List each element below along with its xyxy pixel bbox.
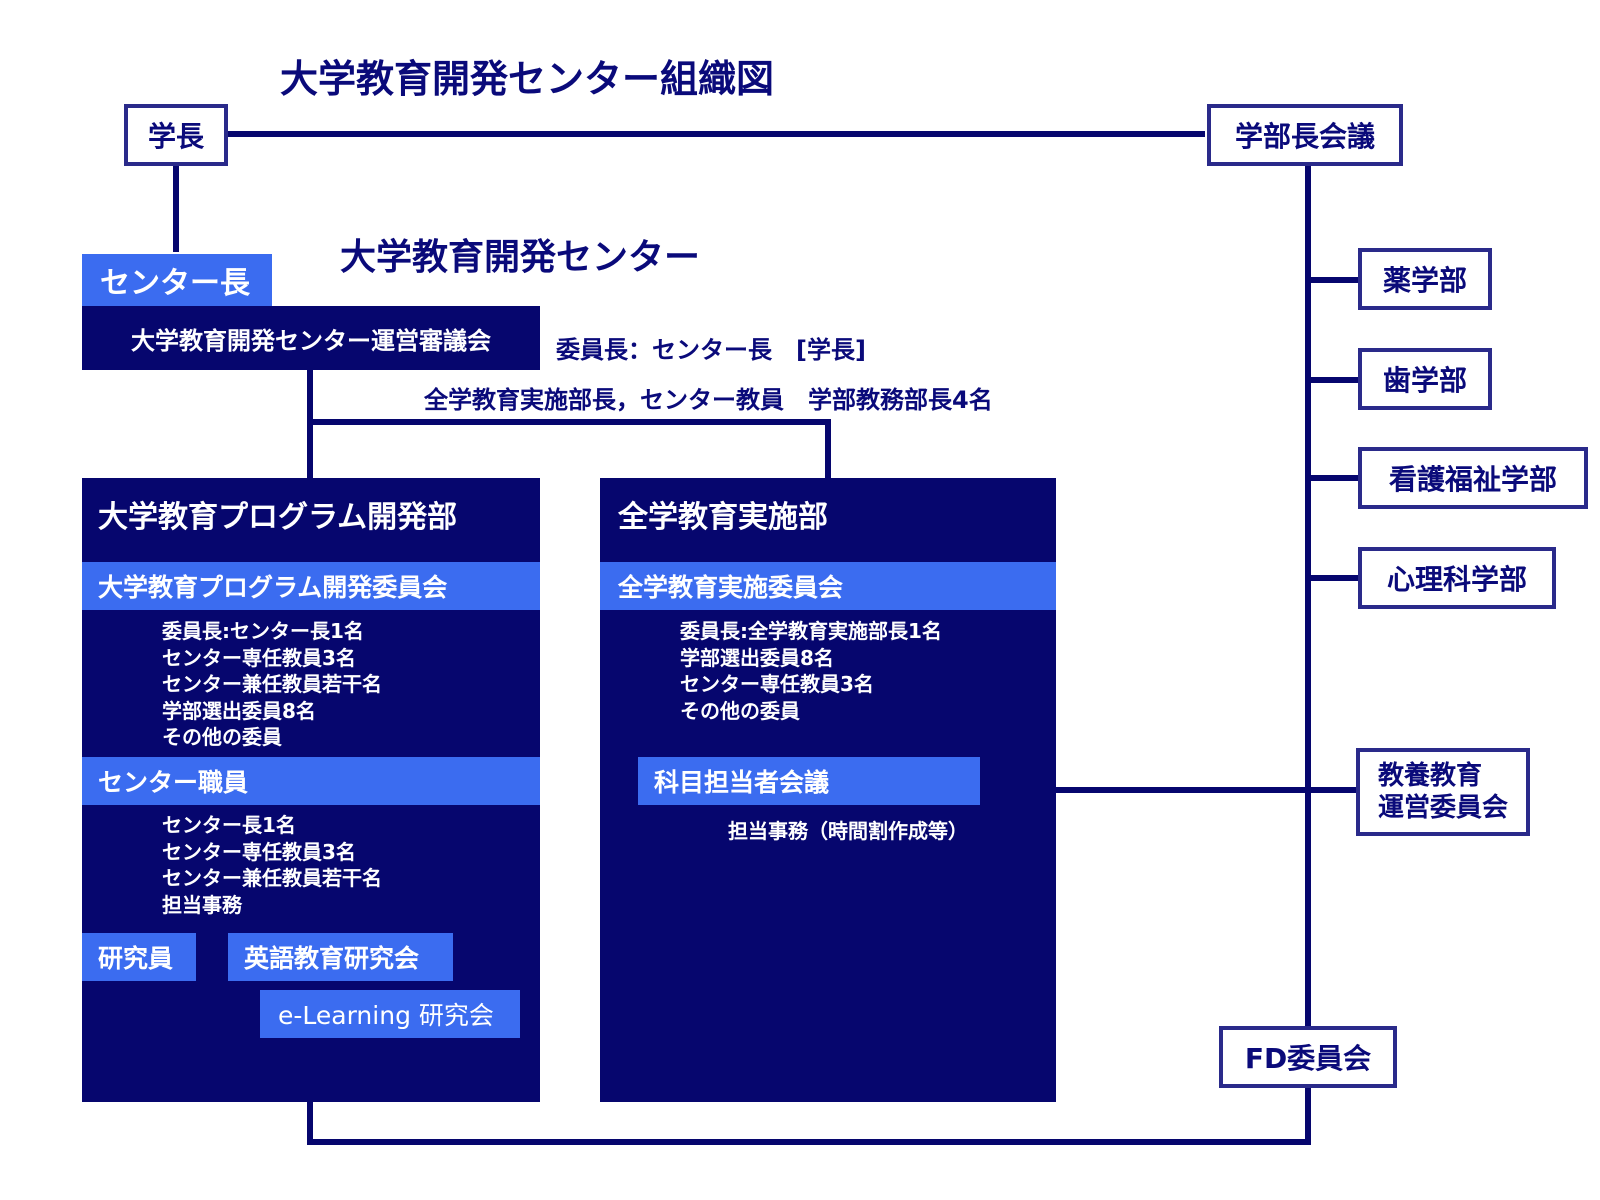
list-item: センター兼任教員若干名: [162, 672, 382, 696]
liberal-arts-line-2: 運営委員会: [1378, 793, 1509, 823]
deans-council-label: 学部長会議: [1234, 120, 1375, 153]
line-bottom-fd: [307, 1084, 1311, 1145]
program-committee-label: 大学教育プログラム開発委員会: [98, 573, 448, 602]
line-council-implementation: [310, 419, 831, 478]
faculty-psychology-box: 心理科学部: [1358, 547, 1556, 609]
liberal-arts-committee-box: 教養教育 運営委員会: [1356, 748, 1530, 836]
english-group-tab: 英語教育研究会: [228, 933, 453, 981]
list-item: センター長1名: [162, 813, 296, 837]
liberal-arts-line-1: 教養教育: [1378, 761, 1483, 791]
list-item: 委員長:センター長1名: [162, 619, 364, 643]
page-title: 大学教育開発センター組織図: [280, 57, 775, 101]
implementation-committee-members: 委員長:全学教育実施部長1名 学部選出委員8名 センター専任教員3名 その他の委…: [680, 618, 942, 724]
list-item: 学部選出委員8名: [680, 645, 834, 670]
researcher-tab: 研究員: [82, 933, 196, 981]
faculty-label: 薬学部: [1382, 264, 1467, 297]
center-director-label: センター長: [100, 266, 250, 301]
list-item: センター専任教員3名: [162, 839, 356, 864]
faculty-label: 心理科学部: [1386, 563, 1527, 596]
faculty-nursing-box: 看護福祉学部: [1358, 447, 1588, 509]
president-label: 学長: [147, 120, 204, 153]
center-director-tab: センター長: [82, 254, 272, 306]
faculty-label: 看護福祉学部: [1388, 463, 1557, 496]
list-item: センター専任教員3名: [680, 672, 874, 696]
english-group-label: 英語教育研究会: [244, 944, 420, 973]
list-item: 委員長:全学教育実施部長1名: [680, 619, 942, 643]
president-box: 学長: [124, 104, 228, 166]
researcher-label: 研究員: [98, 944, 174, 973]
steering-council-label: 大学教育開発センター運営審議会: [131, 326, 491, 355]
center-heading: 大学教育開発センター: [340, 237, 701, 278]
elearning-group-label: e-Learning 研究会: [278, 1001, 494, 1030]
implementation-committee-label: 全学教育実施委員会: [618, 573, 844, 602]
list-item: 学部選出委員8名: [162, 698, 316, 723]
implementation-dept-title: 全学教育実施部: [618, 500, 828, 535]
faculty-dentistry-box: 歯学部: [1358, 348, 1492, 410]
deans-council-box: 学部長会議: [1207, 104, 1403, 166]
faculty-label: 歯学部: [1382, 364, 1467, 397]
program-dept-title: 大学教育プログラム開発部: [98, 500, 458, 535]
list-item: その他の委員: [162, 725, 282, 749]
list-item: その他の委員: [680, 698, 800, 723]
center-staff-members: センター長1名 センター専任教員3名 センター兼任教員若干名 担当事務: [162, 812, 382, 918]
steering-council-members: 全学教育実施部長，センター教員 学部教務部長4名: [424, 386, 993, 414]
fd-committee-label: FD委員会: [1244, 1042, 1372, 1075]
program-committee-members: 委員長:センター長1名 センター専任教員3名 センター兼任教員若干名 学部選出委…: [162, 618, 382, 751]
fd-committee-box: FD委員会: [1219, 1026, 1397, 1088]
list-item: 担当事務: [162, 892, 242, 917]
center-staff-tab: センター職員: [82, 757, 540, 805]
list-item: センター専任教員3名: [162, 645, 356, 670]
program-committee-tab: 大学教育プログラム開発委員会: [82, 562, 540, 610]
steering-council-box: 大学教育開発センター運営審議会: [82, 306, 540, 370]
subject-meeting-note: 担当事務（時間割作成等）: [728, 819, 968, 843]
implementation-committee-tab: 全学教育実施委員会: [600, 562, 1056, 610]
steering-council-chair: 委員長：センター長 [学長]: [556, 336, 866, 364]
center-staff-label: センター職員: [98, 768, 249, 797]
subject-meeting-label: 科目担当者会議: [654, 768, 830, 797]
faculty-pharmacy-box: 薬学部: [1358, 248, 1492, 310]
subject-meeting-tab: 科目担当者会議: [638, 757, 980, 805]
list-item: センター兼任教員若干名: [162, 866, 382, 890]
elearning-group-tab: e-Learning 研究会: [260, 990, 520, 1038]
